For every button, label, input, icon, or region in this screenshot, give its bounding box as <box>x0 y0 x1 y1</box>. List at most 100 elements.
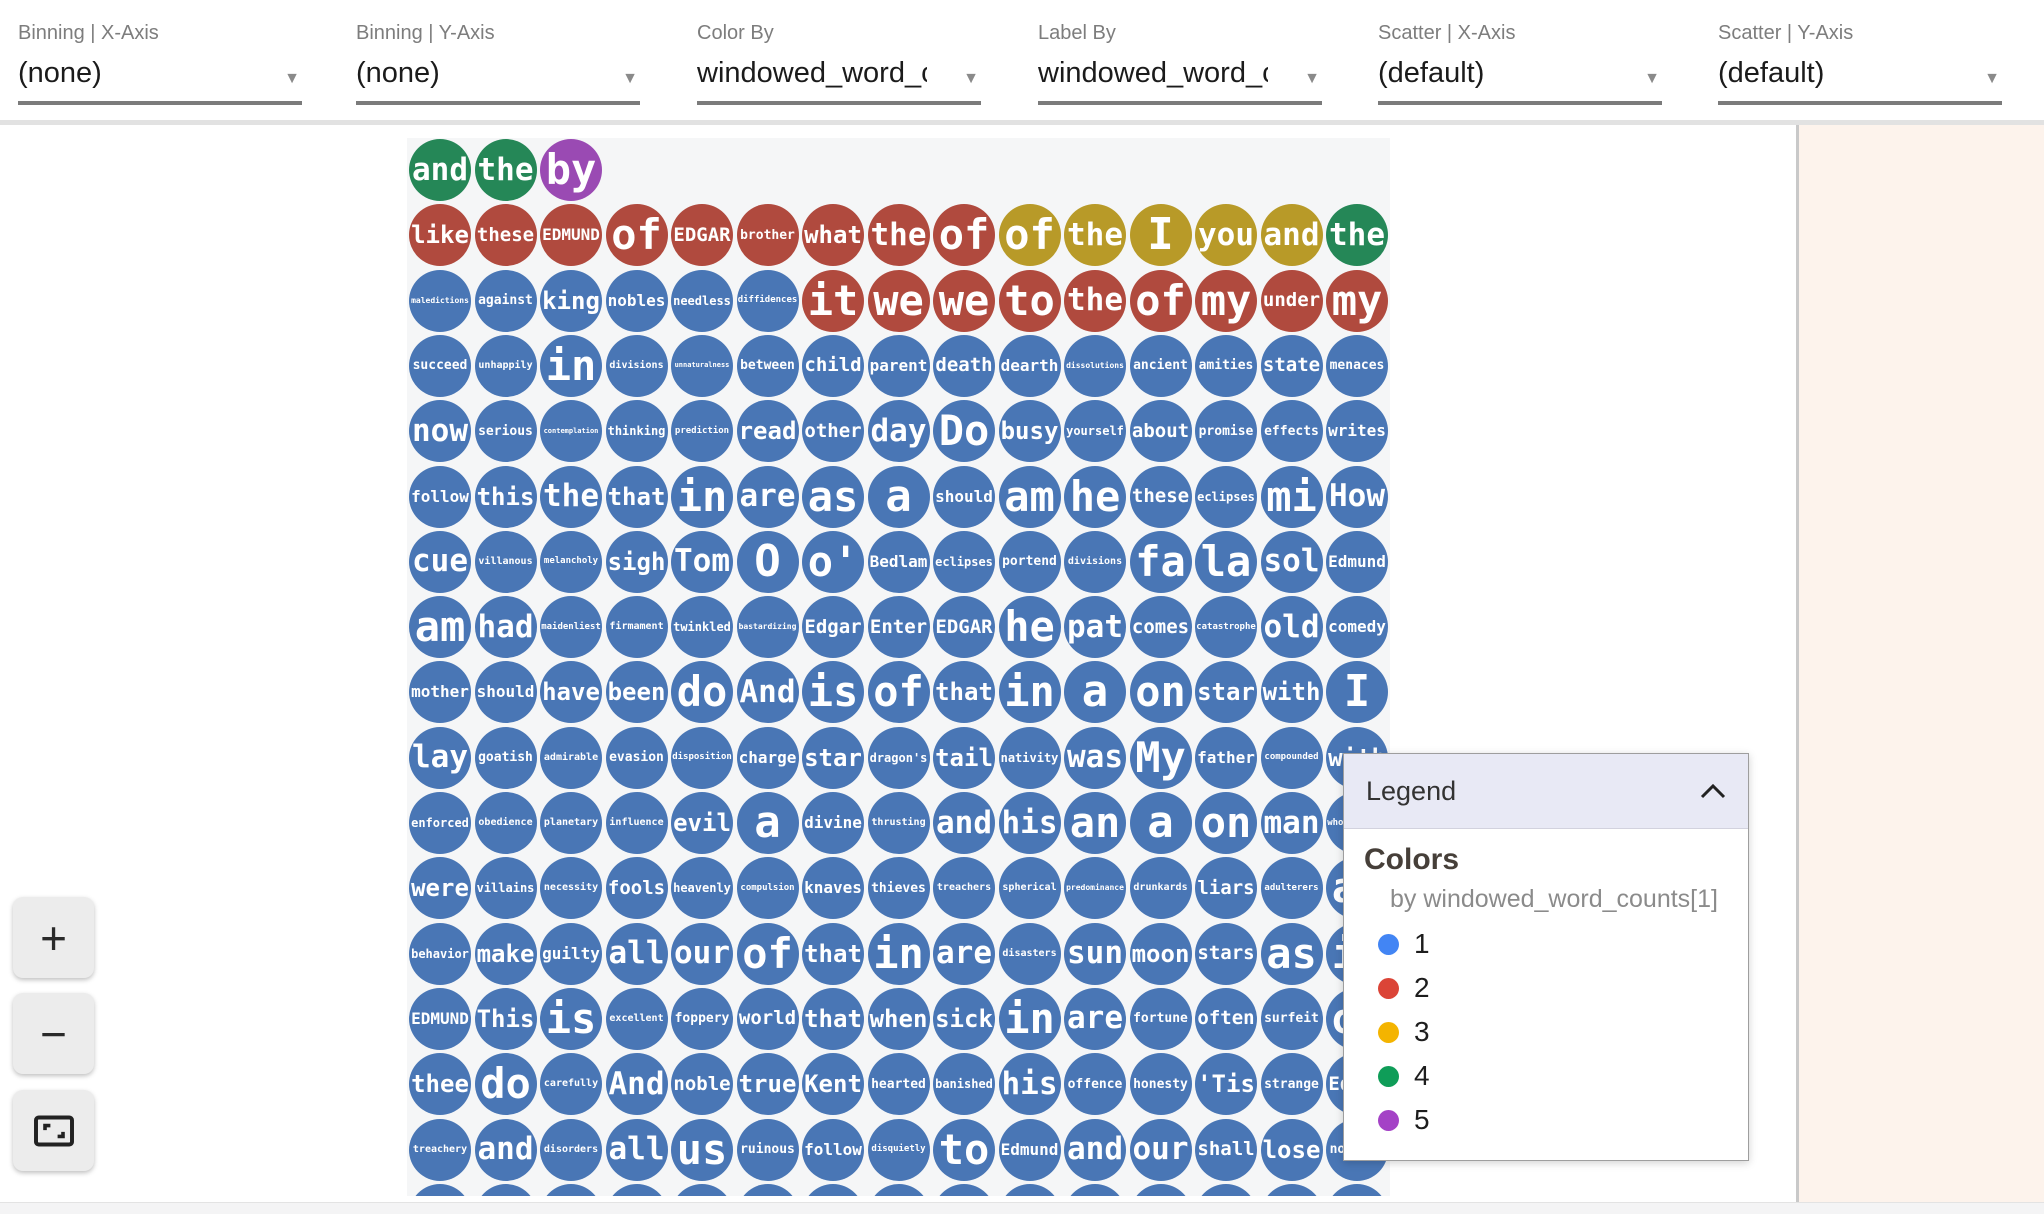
legend-header[interactable]: Legend <box>1344 754 1748 829</box>
word-circle[interactable]: are <box>736 465 799 528</box>
word-circle[interactable]: have <box>540 661 602 724</box>
word-circle[interactable]: in <box>671 465 733 528</box>
word-circle[interactable]: these <box>1129 465 1192 528</box>
word-circle[interactable]: the <box>867 204 930 267</box>
word-circle[interactable] <box>474 1183 537 1196</box>
word-circle[interactable]: between <box>736 334 799 397</box>
word-circle[interactable]: busy <box>998 400 1061 463</box>
word-circle[interactable]: the <box>540 465 602 528</box>
word-circle[interactable]: am <box>409 596 471 659</box>
zoom-in-button[interactable]: + <box>13 897 94 978</box>
word-circle[interactable]: heavenly <box>671 857 733 920</box>
word-circle[interactable]: as <box>1260 922 1323 985</box>
dropdown-value[interactable]: windowed_word_counts[1] <box>697 57 927 89</box>
word-circle[interactable]: I <box>1129 204 1192 267</box>
word-circle[interactable]: all <box>605 922 668 985</box>
chevron-down-icon[interactable]: ▼ <box>1304 70 1320 87</box>
word-circle[interactable]: thinking <box>605 400 668 463</box>
word-circle[interactable]: Edmund <box>1326 530 1388 593</box>
word-circle[interactable]: an <box>1064 792 1126 854</box>
word-circle[interactable]: goatish <box>474 726 537 789</box>
word-circle[interactable]: My <box>1129 726 1192 789</box>
dropdown-value[interactable]: windowed_word_counts[1] <box>1038 57 1268 89</box>
dropdown-binning-x-axis[interactable]: Binning | X-Axis (none) ▼ <box>18 22 302 105</box>
word-circle[interactable]: sigh <box>605 530 668 593</box>
word-circle[interactable]: admirable <box>540 726 602 789</box>
word-circle[interactable]: about <box>1129 400 1192 463</box>
word-circle[interactable]: portend <box>998 530 1061 593</box>
word-circle[interactable]: offence <box>1064 1053 1126 1116</box>
word-circle[interactable]: effects <box>1260 400 1323 463</box>
word-circle[interactable]: evil <box>671 792 733 854</box>
word-circle[interactable]: predominance <box>1064 857 1126 920</box>
word-circle[interactable]: divine <box>802 792 864 854</box>
word-circle[interactable]: la <box>1195 530 1257 593</box>
word-circle[interactable]: was <box>1064 726 1126 789</box>
word-circle[interactable]: dearth <box>998 334 1061 397</box>
word-circle[interactable]: pat <box>1064 596 1126 659</box>
word-circle[interactable]: EDGAR <box>671 204 733 267</box>
word-circle[interactable]: of <box>1129 269 1192 332</box>
word-circle[interactable]: knaves <box>802 857 864 920</box>
dropdown-scatter-x-axis[interactable]: Scatter | X-Axis (default) ▼ <box>1378 22 1662 105</box>
dropdown-color-by[interactable]: Color By windowed_word_counts[1] ▼ <box>697 22 981 105</box>
word-circle[interactable]: of <box>736 922 799 985</box>
word-circle[interactable]: thrusting <box>867 792 930 854</box>
chevron-down-icon[interactable]: ▼ <box>1984 70 2000 87</box>
word-circle[interactable]: mi <box>1260 465 1323 528</box>
word-circle[interactable]: obedience <box>474 792 537 854</box>
word-circle[interactable]: writes <box>1326 400 1388 463</box>
word-circle[interactable]: liars <box>1195 857 1257 920</box>
word-circle[interactable]: yourself <box>1064 400 1126 463</box>
word-circle[interactable]: And <box>736 661 799 724</box>
word-circle[interactable]: mother <box>409 661 471 724</box>
word-circle[interactable]: needless <box>671 269 733 332</box>
word-circle[interactable]: brother <box>736 204 799 267</box>
word-circle[interactable]: fa <box>1129 530 1192 593</box>
word-circle[interactable]: make <box>474 922 537 985</box>
word-circle[interactable] <box>933 1183 995 1196</box>
word-circle[interactable]: our <box>671 922 733 985</box>
word-circle[interactable]: his <box>998 792 1061 854</box>
word-circle[interactable] <box>409 1183 471 1196</box>
word-circle[interactable]: thee <box>409 1053 471 1116</box>
word-circle[interactable]: a <box>1129 792 1192 854</box>
word-circle[interactable]: in <box>998 987 1061 1050</box>
word-circle[interactable]: behavior <box>409 922 471 985</box>
chevron-up-icon[interactable] <box>1700 783 1726 799</box>
dropdown-value[interactable]: (none) <box>356 57 440 89</box>
word-circle[interactable]: dissolutions <box>1064 334 1126 397</box>
word-circle[interactable]: sick <box>933 987 995 1050</box>
word-circle[interactable] <box>605 1183 668 1196</box>
word-circle[interactable] <box>1326 1183 1388 1196</box>
word-circle[interactable]: and <box>1260 204 1323 267</box>
word-circle[interactable]: fools <box>605 857 668 920</box>
word-circle[interactable]: is <box>802 661 864 724</box>
word-circle[interactable]: compulsion <box>736 857 799 920</box>
word-circle[interactable]: adulterers <box>1260 857 1323 920</box>
word-circle[interactable]: divisions <box>1064 530 1126 593</box>
word-circle[interactable]: unhappily <box>474 334 537 397</box>
word-circle[interactable]: foppery <box>671 987 733 1050</box>
word-circle[interactable]: my <box>1195 269 1257 332</box>
word-circle[interactable]: when <box>867 987 930 1050</box>
word-circle[interactable]: lose <box>1260 1118 1323 1181</box>
word-circle[interactable]: these <box>474 204 537 267</box>
word-circle[interactable]: under <box>1260 269 1323 332</box>
word-circle[interactable]: disquietly <box>867 1118 930 1181</box>
word-circle[interactable]: villanous <box>474 530 537 593</box>
word-circle[interactable]: by <box>540 139 602 201</box>
word-circle[interactable]: compounded <box>1260 726 1323 789</box>
word-circle[interactable]: hearted <box>867 1053 930 1116</box>
word-circle[interactable]: spherical <box>998 857 1061 920</box>
word-circle[interactable]: do <box>671 661 733 724</box>
word-circle[interactable]: had <box>474 596 537 659</box>
word-circle[interactable]: a <box>867 465 930 528</box>
word-circle[interactable]: Edmund <box>998 1118 1061 1181</box>
word-circle[interactable]: king <box>540 269 602 332</box>
word-circle[interactable]: often <box>1195 987 1257 1050</box>
word-circle[interactable]: of <box>998 204 1061 267</box>
word-circle[interactable]: thieves <box>867 857 930 920</box>
word-circle[interactable]: were <box>409 857 471 920</box>
chevron-down-icon[interactable]: ▼ <box>963 70 979 87</box>
